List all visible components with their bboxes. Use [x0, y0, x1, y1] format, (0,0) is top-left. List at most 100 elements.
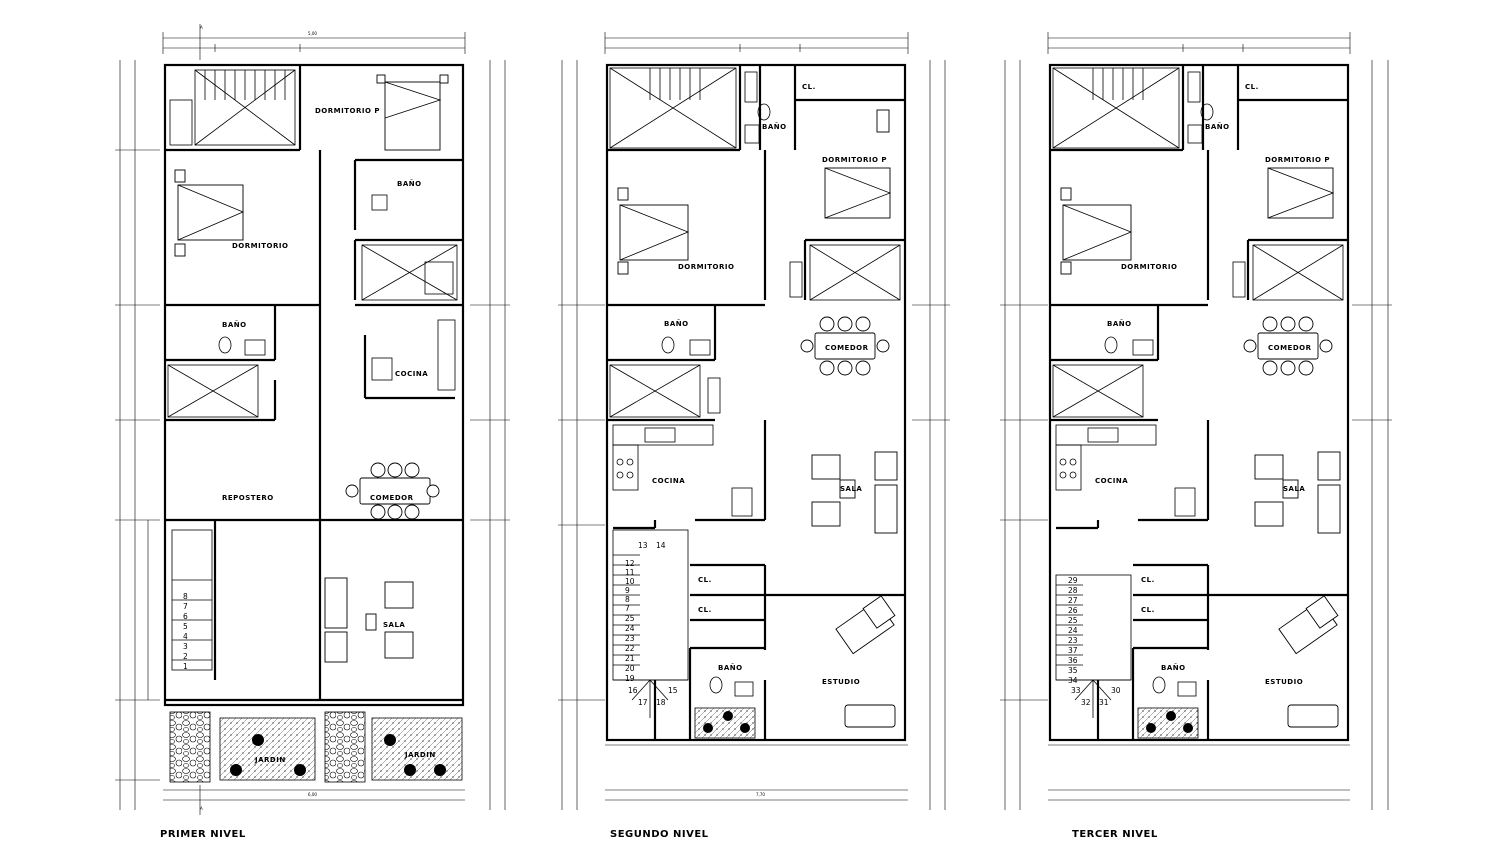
- level-1-room-7: COMEDOR: [370, 494, 414, 502]
- level-3-stair-top: [1052, 67, 1180, 149]
- level-2-width-bottom: 7,70: [756, 792, 765, 797]
- level-2-title: SEGUNDO NIVEL: [610, 829, 709, 840]
- level-1-step-5: 5: [183, 622, 188, 631]
- level-3-step-32: 32: [1081, 698, 1091, 707]
- level-2-right-dimensions: [912, 60, 950, 810]
- level-1-room-4: BAÑO: [222, 320, 247, 329]
- level-2-bottom-dimensions: [605, 744, 908, 801]
- level-2-step-11: 11: [625, 568, 635, 577]
- level-3-stair-bottom: [1055, 574, 1132, 718]
- level-3-room-3: DORMITORIO P: [1265, 156, 1330, 164]
- level-2-step-23: 23: [625, 634, 635, 643]
- level-3-left-dimensions: [1000, 60, 1048, 810]
- level-2-room-8: SALA: [840, 485, 862, 493]
- level-2-step-18: 18: [656, 698, 666, 707]
- level-1-room-8: SALA: [383, 621, 405, 629]
- level-3-step-27: 27: [1068, 596, 1078, 605]
- level-3-room-9: CL.: [1141, 576, 1155, 584]
- level-2-step-20: 20: [625, 664, 635, 673]
- level-2-step-21: 21: [625, 654, 635, 663]
- level-3-room-10: CL.: [1141, 606, 1155, 614]
- level-2-outer-wall: [605, 63, 907, 742]
- level-1-kitchen: [361, 244, 458, 391]
- level-2-top-dimensions: [604, 32, 909, 54]
- level-3-kitchen: [1055, 424, 1196, 517]
- level-3-planter-plants: [1146, 711, 1193, 733]
- level-1-interior-walls: [165, 65, 463, 702]
- level-2-step-22: 22: [625, 644, 635, 653]
- level-1-bottom-dimensions: [163, 785, 465, 815]
- level-3-outer-wall: [1048, 63, 1350, 742]
- level-3-bed-master: [1267, 167, 1335, 219]
- level-3-bed-dormitorio: [1060, 187, 1133, 275]
- level-3-closets: [1052, 71, 1344, 418]
- level-3-step-25: 25: [1068, 616, 1078, 625]
- level-1-stair-bottom: [167, 364, 259, 671]
- level-2-interior-walls: [607, 65, 905, 740]
- level-1-room-5: COCINA: [395, 370, 428, 378]
- level-3-step-34: 34: [1068, 676, 1078, 685]
- level-1-garden-stones-1: [169, 711, 211, 783]
- level-2-step-12: 12: [625, 559, 635, 568]
- level-3-room-1: CL.: [1245, 83, 1259, 91]
- level-2-step-25: 25: [625, 614, 635, 623]
- level-2-room-2: BAÑO: [762, 122, 787, 131]
- level-1-room-9: JARDIN: [254, 756, 286, 764]
- level-2-room-6: COMEDOR: [825, 344, 869, 352]
- level-3-room-4: DORMITORIO: [1121, 263, 1177, 271]
- level-2-stair-top: [609, 67, 737, 149]
- level-2-room-12: ESTUDIO: [822, 678, 860, 686]
- level-1-outer-wall: [163, 63, 465, 707]
- level-2-step-13: 13: [638, 541, 648, 550]
- level-3-step-36: 36: [1068, 656, 1078, 665]
- level-1-room-3: DORMITORIO: [232, 242, 288, 250]
- level-3-step-26: 26: [1068, 606, 1078, 615]
- level-2-room-5: BAÑO: [664, 319, 689, 328]
- level-3-bath-fixtures: [1104, 103, 1214, 697]
- level-3-sala-furniture: [1254, 451, 1341, 534]
- level-3-room-2: BAÑO: [1205, 122, 1230, 131]
- level-2-room-7: COCINA: [652, 477, 685, 485]
- level-1-title: PRIMER NIVEL: [160, 829, 246, 840]
- level-1-garden-2: [371, 717, 463, 781]
- level-1-step-7: 7: [183, 602, 188, 611]
- level-2-left-dimensions: [558, 60, 605, 810]
- level-3-plan: CL. BAÑO DORMITORIO P DORMITORIO BAÑO CO…: [1000, 32, 1392, 840]
- level-3-step-37: 37: [1068, 646, 1078, 655]
- level-2-step-14: 14: [656, 541, 666, 550]
- level-1-axis-a-bottom: A: [200, 806, 203, 811]
- level-1-garden-stones-2: [324, 711, 366, 783]
- level-1-bed-master: [376, 74, 449, 151]
- level-2-estudio-furniture: [835, 595, 896, 728]
- level-1-sala-furniture: [324, 577, 414, 663]
- level-1-left-dimensions: [115, 60, 160, 810]
- level-3-room-5: BAÑO: [1107, 319, 1132, 328]
- level-2-step-24: 24: [625, 624, 635, 633]
- level-2-bath-fixtures: [661, 103, 771, 697]
- level-2-room-3: DORMITORIO P: [822, 156, 887, 164]
- level-2-step-10: 10: [625, 577, 635, 586]
- level-2-step-7: 7: [625, 604, 630, 613]
- level-3-room-8: SALA: [1283, 485, 1305, 493]
- level-2-room-4: DORMITORIO: [678, 263, 734, 271]
- level-2-room-11: BAÑO: [718, 663, 743, 672]
- level-3-step-35: 35: [1068, 666, 1078, 675]
- level-2-step-16: 16: [628, 686, 638, 695]
- level-1-room-2: BAÑO: [397, 179, 422, 188]
- level-1-step-4: 4: [183, 632, 188, 641]
- level-3-interior-walls: [1050, 65, 1348, 740]
- level-1-step-2: 2: [183, 652, 188, 661]
- level-1-axis-a-top: A: [200, 25, 203, 30]
- level-3-step-29: 29: [1068, 576, 1078, 585]
- level-3-step-23: 23: [1068, 636, 1078, 645]
- level-3-bottom-dimensions: [1048, 744, 1350, 801]
- level-3-step-30: 30: [1111, 686, 1121, 695]
- level-3-step-33: 33: [1071, 686, 1081, 695]
- level-1-room-10: JARDIN: [404, 751, 436, 759]
- level-3-room-7: COCINA: [1095, 477, 1128, 485]
- level-1-bath-fixtures: [169, 99, 388, 356]
- level-2-step-8: 8: [625, 595, 630, 604]
- level-1-dining-table: [345, 462, 440, 520]
- level-3-room-11: BAÑO: [1161, 663, 1186, 672]
- level-3-room-12: ESTUDIO: [1265, 678, 1303, 686]
